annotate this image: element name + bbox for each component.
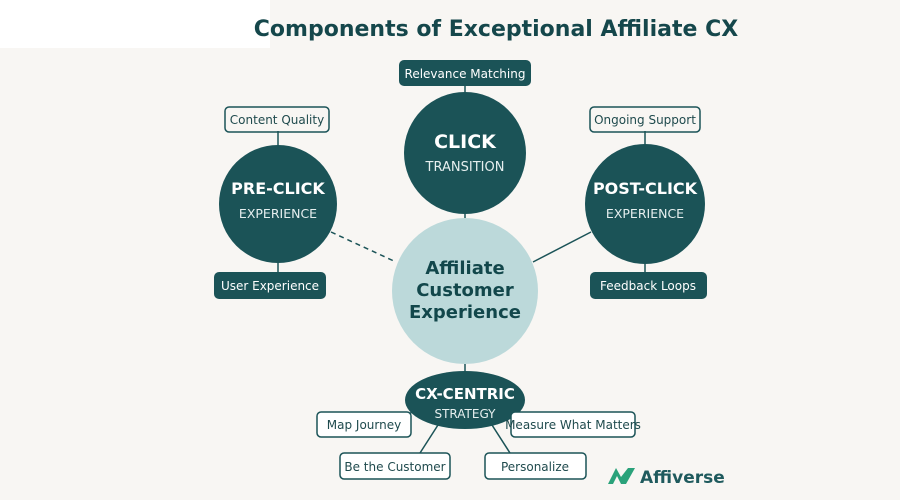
user-experience-label: User Experience — [221, 279, 319, 293]
title-band — [0, 0, 270, 48]
cx-centric-title: CX-CENTRIC — [415, 385, 515, 403]
measure-what-matters-label: Measure What Matters — [505, 418, 641, 432]
center-circle — [392, 218, 538, 364]
personalize-box — [484, 452, 587, 480]
center-line-2: Customer — [416, 280, 514, 301]
pre-click-circle — [219, 145, 337, 263]
post-click-title: POST-CLICK — [593, 179, 698, 198]
cx-centric-ellipse — [405, 371, 525, 429]
affiverse-logo-icon — [608, 468, 635, 484]
ongoing-support-box — [589, 106, 701, 133]
map-journey-label: Map Journey — [327, 418, 401, 432]
feedback-loops-label: Feedback Loops — [600, 279, 696, 293]
cx-centric-subtitle: STRATEGY — [434, 407, 496, 421]
affiverse-logo-text: Affiverse — [640, 468, 725, 488]
feedback-loops-pill — [590, 272, 707, 299]
diagram-title: Components of Exceptional Affiliate CX — [254, 17, 738, 42]
center-line-1: Affiliate — [425, 258, 504, 279]
be-the-customer-box — [339, 452, 451, 480]
connector-cx-personalize — [491, 424, 511, 454]
personalize-label: Personalize — [501, 460, 569, 474]
center-line-3: Experience — [409, 302, 521, 323]
map-journey-box — [316, 411, 412, 438]
content-quality-label: Content Quality — [230, 113, 324, 127]
user-experience-pill — [214, 272, 326, 299]
click-title: CLICK — [434, 131, 497, 153]
content-quality-box — [224, 106, 330, 133]
pre-click-subtitle: EXPERIENCE — [239, 206, 317, 221]
affiverse-logo: Affiverse — [608, 468, 725, 488]
connector-cx-customer — [419, 424, 439, 454]
post-click-subtitle: EXPERIENCE — [606, 206, 684, 221]
post-click-circle — [585, 144, 705, 264]
connector-postclick-center — [532, 231, 592, 263]
relevance-matching-label: Relevance Matching — [405, 67, 526, 81]
pre-click-title: PRE-CLICK — [231, 179, 325, 198]
ongoing-support-label: Ongoing Support — [594, 113, 696, 127]
relevance-matching-pill — [399, 60, 531, 86]
connector-preclick-center — [330, 231, 397, 263]
be-the-customer-label: Be the Customer — [344, 460, 445, 474]
measure-what-matters-box — [510, 411, 636, 438]
click-circle — [404, 92, 526, 214]
click-subtitle: TRANSITION — [425, 160, 505, 175]
